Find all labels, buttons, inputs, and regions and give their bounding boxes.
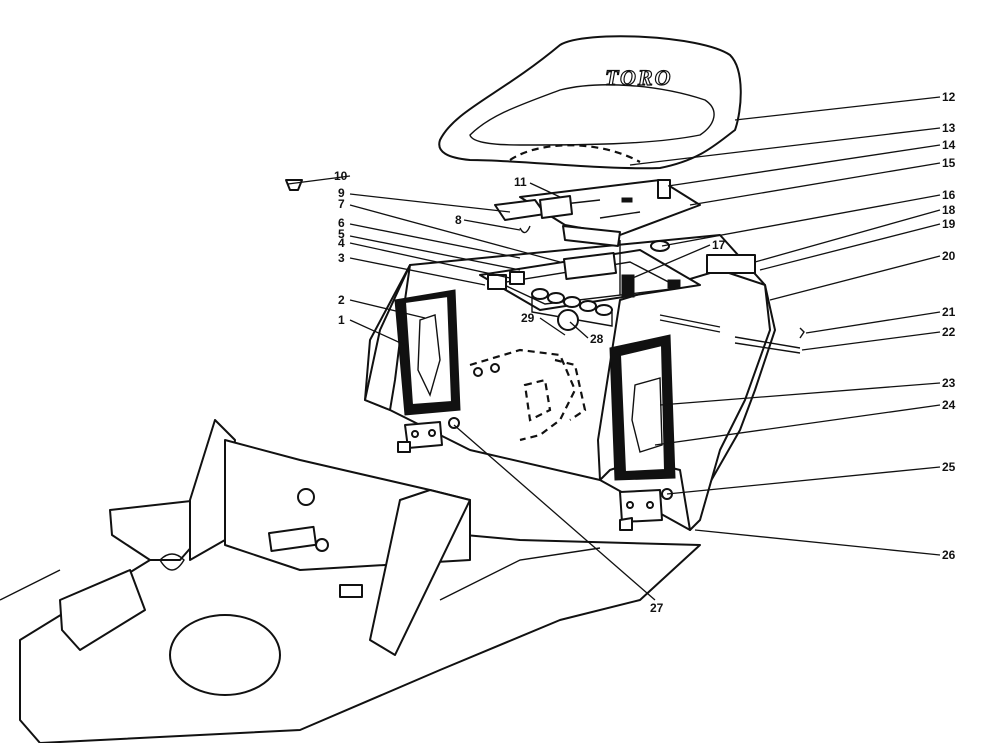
callout-24: 24 — [942, 398, 956, 412]
callout-5: 5 — [338, 227, 345, 241]
callout-15: 15 — [942, 156, 956, 170]
fender-body — [364, 234, 776, 531]
callout-27: 27 — [650, 601, 664, 615]
callout-25: 25 — [942, 460, 956, 474]
callout-11: 11 — [514, 175, 527, 189]
callout-13: 13 — [942, 121, 956, 135]
brand-logo-text: TORO — [605, 65, 673, 90]
callout-7: 7 — [338, 197, 345, 211]
tractor-frame — [0, 419, 701, 743]
callout-22: 22 — [942, 325, 956, 339]
rods — [659, 314, 805, 354]
callout-16: 16 — [942, 188, 956, 202]
callout-14: 14 — [942, 138, 956, 152]
callout-17: 17 — [712, 238, 726, 252]
callout-23: 23 — [942, 376, 956, 390]
callout-1: 1 — [338, 313, 345, 327]
callout-4: 4 — [338, 236, 345, 250]
callout-labels: 1 2 3 4 5 6 7 8 9 10 11 12 13 14 15 16 1… — [334, 90, 956, 615]
callout-28: 28 — [590, 332, 604, 346]
seat: TORO — [438, 35, 742, 170]
callout-29: 29 — [521, 311, 535, 325]
callout-19: 19 — [942, 217, 956, 231]
callout-18: 18 — [942, 203, 956, 217]
callout-9: 9 — [338, 186, 345, 200]
callout-21: 21 — [942, 305, 956, 319]
callout-8: 8 — [455, 213, 462, 227]
callout-12: 12 — [942, 90, 956, 104]
callout-20: 20 — [942, 249, 956, 263]
callout-2: 2 — [338, 293, 345, 307]
callout-26: 26 — [942, 548, 956, 562]
leader-lines — [287, 96, 941, 601]
seat-plate — [285, 179, 756, 331]
callout-6: 6 — [338, 216, 345, 230]
callout-10: 10 — [334, 169, 348, 183]
callout-3: 3 — [338, 251, 345, 265]
